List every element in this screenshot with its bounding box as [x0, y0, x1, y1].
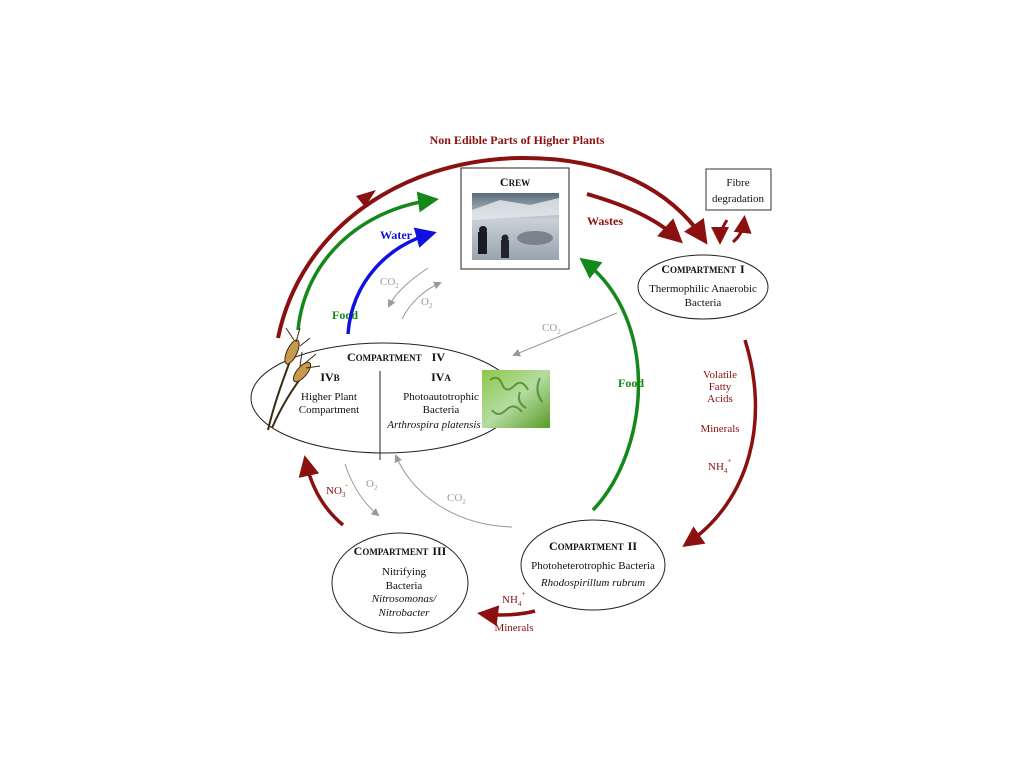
wheat-icon [267, 327, 321, 431]
fibre-line2: degradation [712, 193, 764, 205]
fibre-degradation-box: Fibre degradation [705, 168, 772, 211]
o2-label-top: O2 [421, 296, 433, 310]
algae-photo [482, 370, 550, 428]
co2-arrow-comp2-to-comp4 [394, 454, 513, 528]
o2-arrow-to-crew [401, 281, 442, 320]
comp4a-line2: Bacteria [423, 404, 460, 416]
co2-label-top: CO2 [380, 276, 399, 290]
comp1-line2: Bacteria [685, 297, 722, 309]
water-label: Water [380, 228, 413, 242]
vfa-line1: Volatile [703, 369, 737, 381]
comp3-line3: Nitrosomonas/ [371, 593, 437, 605]
vfa-line3: Acids [707, 393, 733, 405]
o2-label-bottom: O2 [366, 478, 378, 492]
comp4a-title: IVA [431, 370, 451, 384]
crew-photo [472, 193, 559, 260]
vfa-line2: Fatty [709, 381, 732, 393]
no3-arrow [298, 455, 345, 527]
comp4b-line2: Compartment [299, 404, 360, 416]
comp4a-line3: Arthrospira platensis [386, 419, 480, 431]
food-label-right: Food [618, 376, 644, 390]
comp3-line1: Nitrifying [382, 566, 426, 578]
nh4-arrow-bottom [477, 605, 536, 627]
fibre-arrow-down [711, 219, 730, 245]
co2-label-right: CO2 [542, 322, 561, 336]
minerals-bottom: Minerals [494, 622, 533, 634]
wastes-arrow [586, 192, 683, 244]
water-arrow [346, 227, 437, 335]
wastes-label: Wastes [587, 214, 623, 228]
comp4a-line1: Photoautotrophic [403, 391, 479, 403]
co2-arrow-to-comp4 [388, 267, 429, 308]
no3-label: NO3- [326, 481, 348, 499]
vfa-arrow [682, 339, 758, 547]
co2-label-bottom: CO2 [447, 492, 466, 506]
minerals-right: Minerals [700, 423, 739, 435]
food-label-left: Food [332, 308, 358, 322]
comp1-line1: Thermophilic Anaerobic [649, 283, 757, 295]
food-arrow-left [296, 191, 439, 331]
non-edible-mid-arrowhead [356, 190, 376, 207]
nh4-bottom: NH4+ [502, 590, 525, 608]
comp3-line2: Bacteria [386, 580, 423, 592]
comp2-line2: Rhodospirillum rubrum [540, 577, 645, 589]
crew-box: CREW [460, 167, 570, 270]
fibre-arrow-up [732, 215, 752, 244]
comp4b-title: IVB [320, 370, 339, 384]
non-edible-arrow [276, 155, 708, 339]
nh4-right: NH4+ [708, 457, 731, 475]
comp3-line4: Nitrobacter [378, 607, 431, 619]
comp2-line1: Photoheterotrophic Bacteria [531, 560, 655, 572]
comp4b-line1: Higher Plant [301, 391, 357, 403]
crew-title: CREW [500, 175, 530, 189]
non-edible-label: Non Edible Parts of Higher Plants [430, 133, 605, 147]
fibre-line1: Fibre [726, 177, 749, 189]
o2-arrow-to-comp3 [344, 463, 380, 517]
food-arrow-right [579, 257, 641, 512]
co2-arrow-comp1-to-comp4 [512, 312, 618, 357]
